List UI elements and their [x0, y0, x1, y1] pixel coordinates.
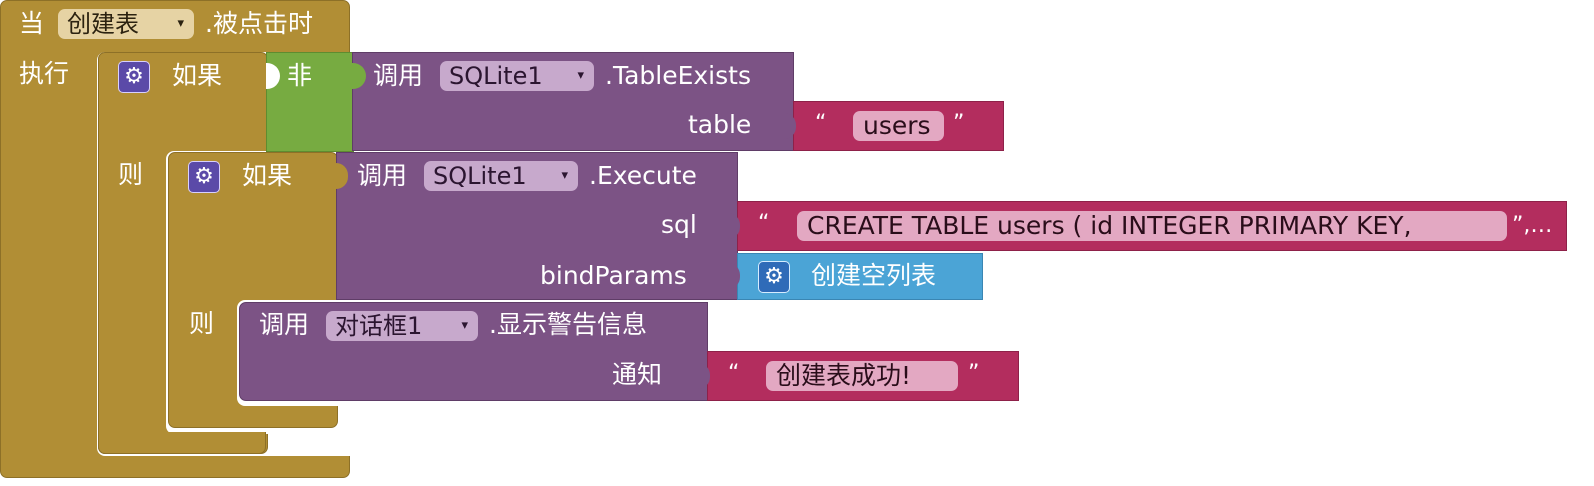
when-label: 当: [19, 9, 45, 38]
notifier-dropdown-value: 对话框1: [335, 312, 423, 340]
execute-method-label: .Execute: [589, 161, 697, 190]
clicked-label: .被点击时: [205, 9, 313, 38]
quote-close-icon: ”: [968, 361, 980, 386]
quote-open-icon: “: [758, 211, 770, 236]
chevron-down-icon: ▾: [577, 68, 584, 83]
if-outer-bottom-arm: [98, 432, 266, 454]
chevron-down-icon: ▾: [177, 16, 184, 31]
gear-icon[interactable]: ⚙: [118, 61, 150, 93]
create-empty-list-label: 创建空列表: [811, 261, 937, 290]
sql-value[interactable]: CREATE TABLE users ( id INTEGER PRIMARY …: [797, 211, 1507, 241]
sqlite-dropdown-2-value: SQLite1: [433, 162, 527, 190]
chevron-down-icon: ▾: [561, 168, 568, 183]
not-input-notch: [266, 63, 280, 89]
alert-call-label: 调用: [259, 310, 310, 339]
alert-method-label: .显示警告信息: [489, 310, 647, 339]
button-dropdown[interactable]: 创建表 ▾: [58, 9, 194, 39]
chevron-down-icon: ▾: [461, 318, 468, 333]
button-dropdown-value: 创建表: [67, 10, 139, 38]
quote-close-icon: ”: [953, 111, 965, 136]
notice-notch: [698, 363, 710, 389]
if-outer-label: 如果: [172, 61, 223, 90]
if-inner-label: 如果: [242, 161, 293, 190]
execute-call-label: 调用: [357, 161, 408, 190]
gear-icon[interactable]: ⚙: [758, 261, 790, 293]
list-notch: [728, 263, 740, 289]
then-inner-label: 则: [189, 309, 215, 338]
sqlite-dropdown-2[interactable]: SQLite1 ▾: [424, 161, 578, 191]
gear-icon[interactable]: ⚙: [188, 161, 220, 193]
users-value[interactable]: users: [853, 111, 944, 141]
users-notch: [784, 113, 796, 139]
notifier-dropdown[interactable]: 对话框1 ▾: [326, 311, 478, 341]
table-param-label: table: [688, 110, 752, 139]
sqlite-dropdown-1-value: SQLite1: [449, 62, 543, 90]
notice-value[interactable]: 创建表成功!: [766, 361, 958, 391]
tableexists-notch: [352, 63, 366, 89]
quote-open-icon: “: [815, 111, 827, 136]
execute-notch: [336, 163, 348, 189]
tableexists-call-label: 调用: [373, 61, 424, 90]
do-label: 执行: [19, 59, 70, 88]
notice-param-label: 通知: [612, 360, 663, 389]
not-label: 非: [287, 61, 313, 90]
sql-param-label: sql: [661, 210, 697, 239]
tableexists-method-label: .TableExists: [605, 61, 751, 90]
bindparams-param-label: bindParams: [540, 261, 687, 290]
sql-overflow-text: ”,…: [1512, 213, 1553, 238]
quote-open-icon: “: [728, 361, 740, 386]
sqlite-dropdown-1[interactable]: SQLite1 ▾: [440, 61, 594, 91]
sql-notch: [728, 213, 740, 239]
then-outer-label: 则: [118, 160, 144, 189]
